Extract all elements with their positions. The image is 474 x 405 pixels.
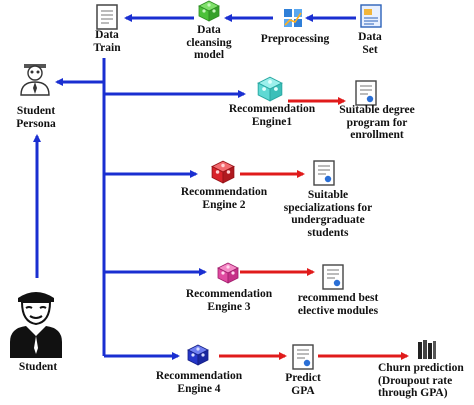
cube-icon (217, 262, 239, 284)
cube-icon (198, 0, 220, 22)
preprocessing-label: Preprocessing (260, 33, 330, 45)
dataset-document-icon (360, 4, 382, 28)
grid-chart-icon (284, 9, 302, 27)
books-icon (418, 340, 436, 359)
certificate-icon (313, 160, 335, 186)
cube-icon (187, 344, 209, 366)
certificate-icon (355, 80, 377, 106)
cube-icon (211, 160, 235, 184)
certificate-icon (292, 344, 314, 370)
document-icon (96, 4, 118, 30)
student-label: Student (18, 361, 58, 373)
persona-icon (20, 64, 50, 96)
student-avatar-icon (10, 292, 62, 358)
cube-icon (257, 76, 283, 102)
certificate-icon (322, 264, 344, 290)
